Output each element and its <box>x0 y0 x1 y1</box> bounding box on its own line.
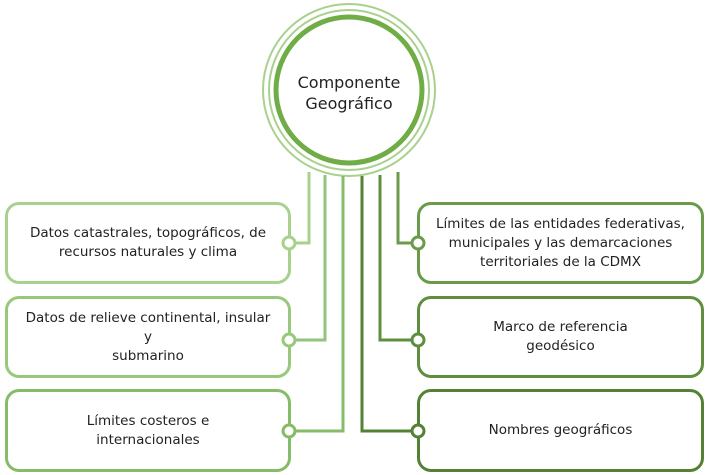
right-node-3: Nombres geográficos <box>417 389 704 472</box>
center-middle-ring <box>268 9 430 171</box>
connector-left-1 <box>289 172 311 245</box>
right-node-2-label: Marco de referencia geodésico <box>493 319 628 354</box>
right-node-1: Límites de las entidades federativas, mu… <box>417 202 704 284</box>
center-outer-ring <box>262 3 436 177</box>
connector-left-2 <box>289 175 327 342</box>
right-node-1-label: Límites de las entidades federativas, mu… <box>436 215 685 270</box>
left-node-3: Límites costeros e internacionales <box>5 389 291 472</box>
left-node-1-label: Datos catastrales, topográficos, de recu… <box>29 225 267 260</box>
connector-left-3 <box>289 176 345 433</box>
center-node-label: Componente Geográfico <box>297 73 401 113</box>
left-node-2: Datos de relieve continental, insular y … <box>5 296 291 378</box>
connector-right-3 <box>360 176 418 433</box>
right-node-2: Marco de referencia geodésico <box>417 296 704 378</box>
left-node-3-label: Límites costeros e internacionales <box>86 412 210 448</box>
left-node-2-label: Datos de relieve continental, insular y … <box>25 309 271 364</box>
left-node-1: Datos catastrales, topográficos, de recu… <box>5 202 291 284</box>
connector-right-2 <box>378 175 418 342</box>
center-inner-ring <box>273 14 425 166</box>
connector-right-1 <box>396 172 418 245</box>
right-node-3-label: Nombres geográficos <box>488 422 633 438</box>
